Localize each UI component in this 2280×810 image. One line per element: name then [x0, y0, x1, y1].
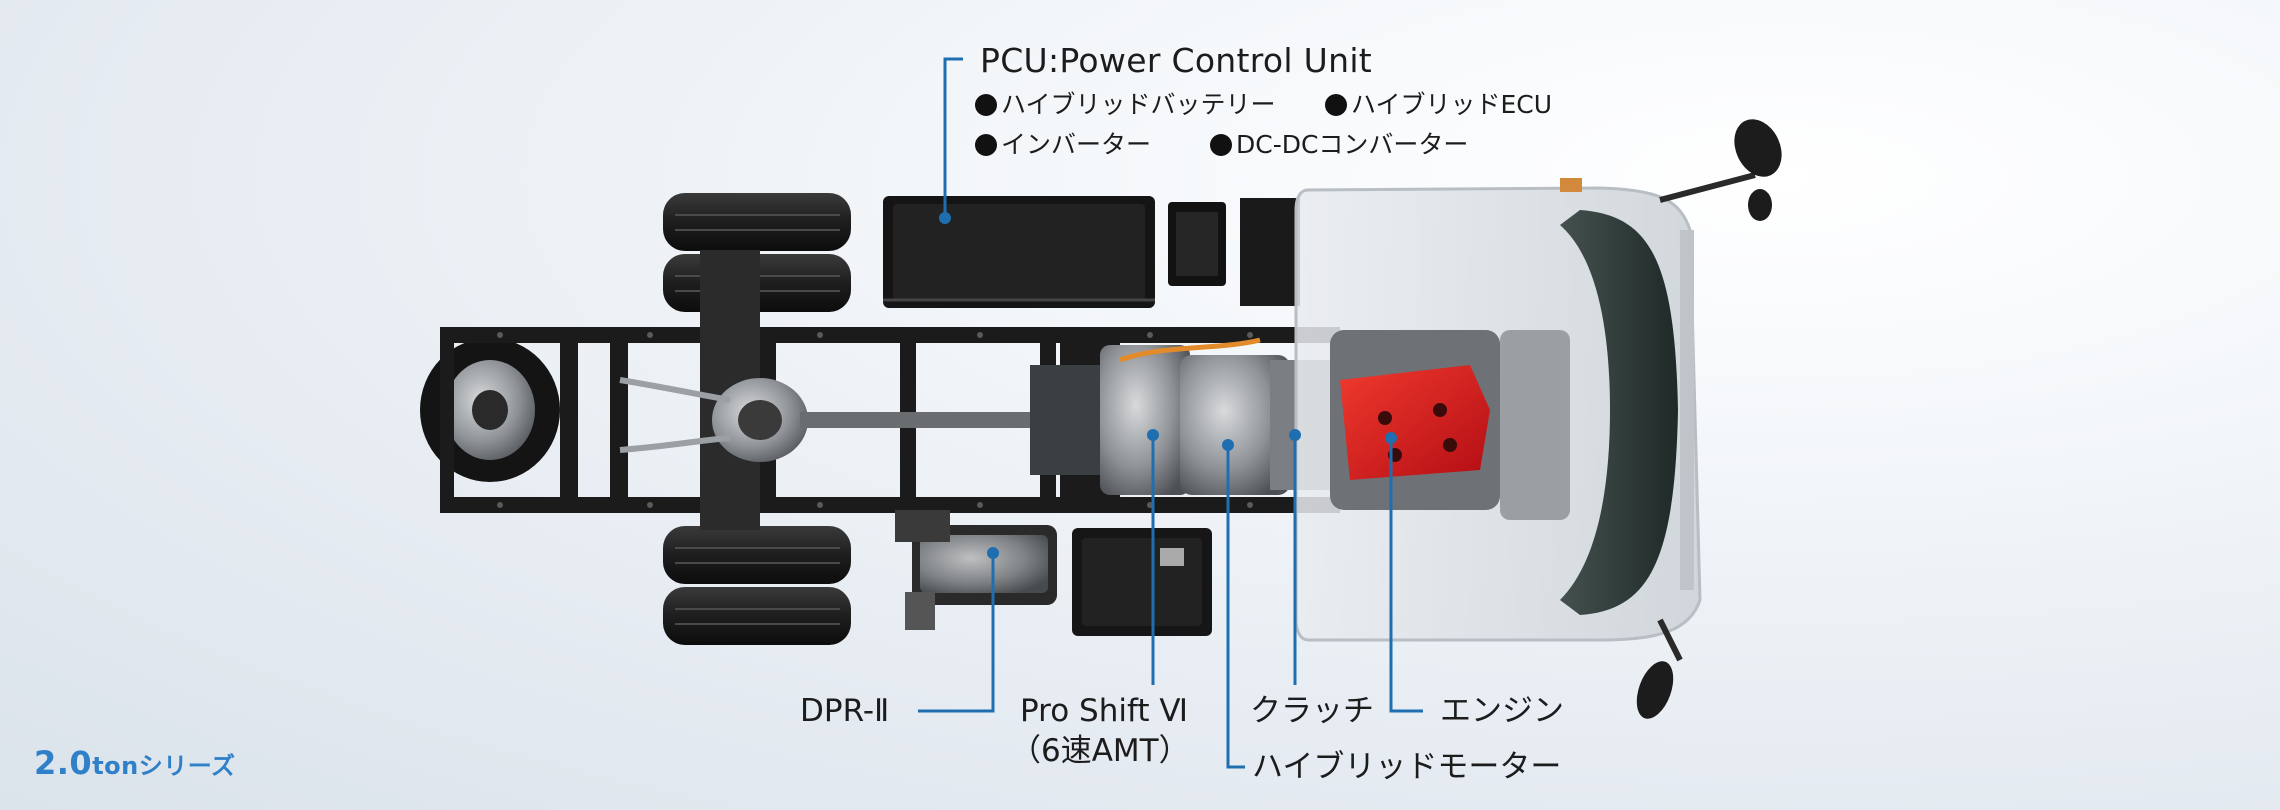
pcu-component-ecu: ハイブリッドECU: [1325, 92, 1552, 117]
hybrid-motor-label: ハイブリッドモーター: [1252, 749, 1562, 785]
proshift-sublabel: （6速AMT）: [1010, 733, 1190, 769]
series-label: 2.0tonシリーズ: [34, 747, 236, 779]
rear-axle: [619, 250, 1070, 530]
series-unit: tonシリーズ: [92, 752, 236, 780]
pcu-component-label: インバーター: [1001, 130, 1152, 159]
engine-leader: [1389, 438, 1423, 713]
pcu-component-label: DC-DCコンバーター: [1236, 130, 1469, 159]
pcu-component-inverter: インバーター: [975, 132, 1151, 157]
pcu-title: PCU:Power Control Unit: [980, 41, 1373, 80]
leader-lines: [918, 57, 1423, 769]
pcu-box: [883, 196, 1300, 308]
series-size: 2.0: [34, 744, 93, 782]
cab: [1294, 119, 1782, 719]
bullet-dot: [1210, 134, 1232, 156]
fuel-tank: [1072, 528, 1212, 636]
dpr-label: DPR-Ⅱ: [800, 693, 890, 729]
proshift-label: Pro Shift Ⅵ: [1020, 693, 1188, 729]
pcu-component-dcdc: DC-DCコンバーター: [1210, 132, 1468, 157]
ladder-frame: [440, 327, 1340, 513]
leader-dots: [939, 212, 1397, 559]
motor-leader: [1226, 445, 1245, 769]
bullet-dot: [1325, 94, 1347, 116]
bullet-dot: [975, 94, 997, 116]
bullet-dot: [975, 134, 997, 156]
dpr-leader: [918, 553, 995, 713]
pcu-component-label: ハイブリッドバッテリー: [1001, 90, 1276, 119]
spare-tire: [420, 338, 560, 482]
dpr-unit: [895, 510, 1057, 630]
pcu-component-battery: ハイブリッドバッテリー: [975, 92, 1276, 117]
pcu-leader: [943, 57, 963, 218]
pcu-component-label: ハイブリッドECU: [1351, 90, 1553, 119]
clutch-label: クラッチ: [1250, 693, 1374, 729]
engine-label: エンジン: [1440, 693, 1564, 729]
